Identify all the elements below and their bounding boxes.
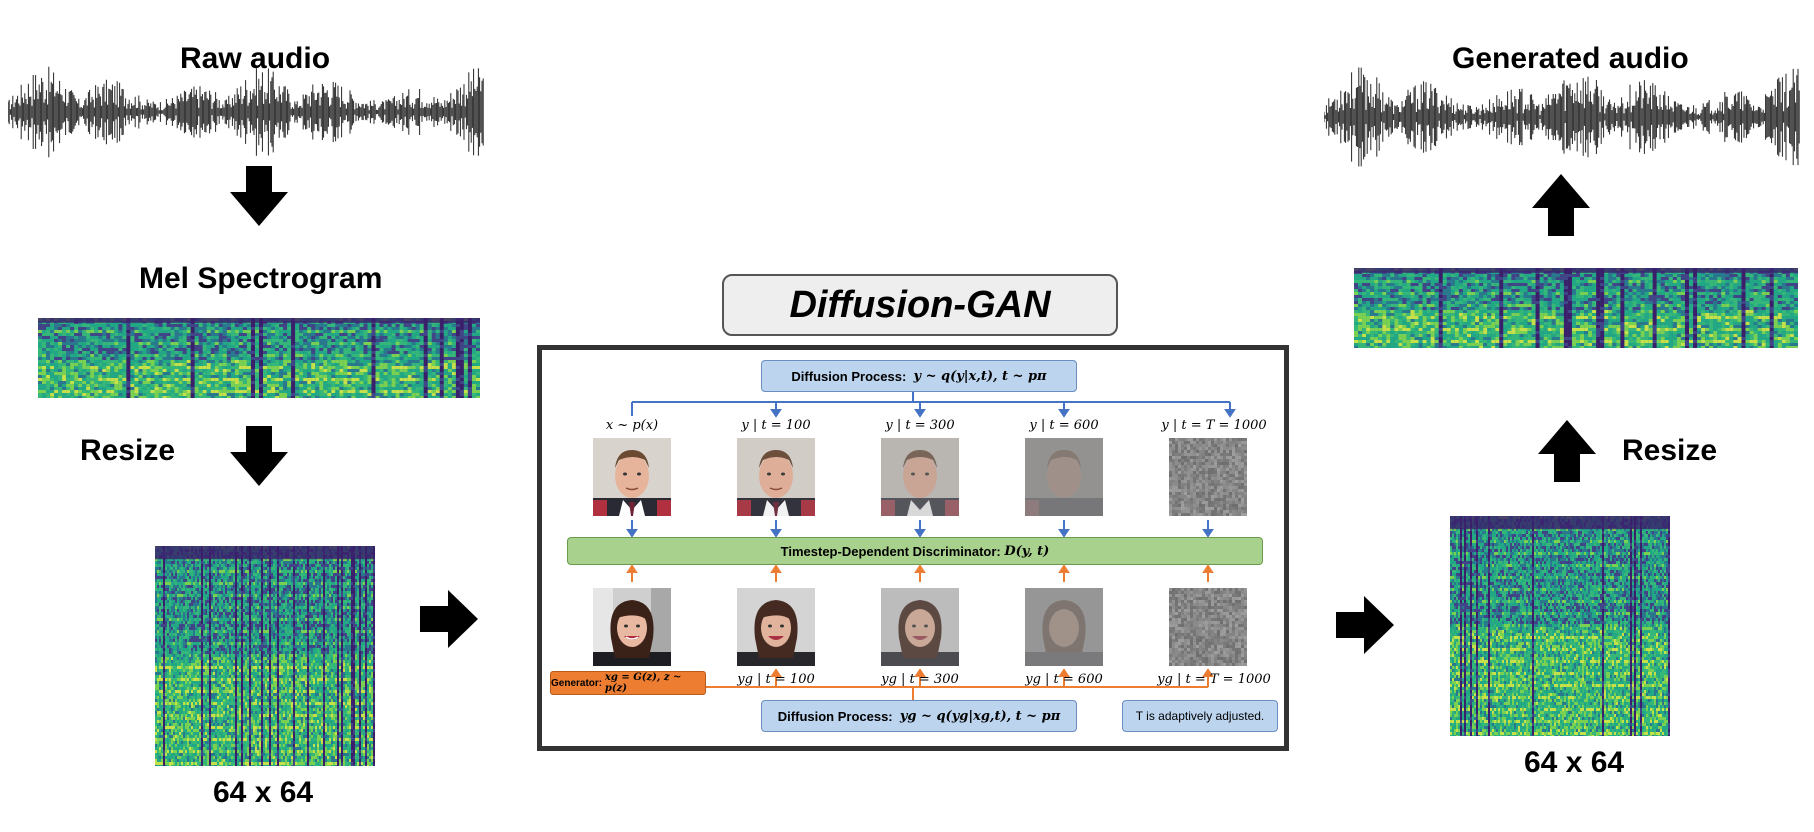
generator-box: Generator: xg = G(z), z ~ p(z) [550,671,706,695]
noise-image-top [1169,438,1247,516]
bottom-diffusion-process-formula: yg ~ q(yg|xg,t), t ~ pπ [900,709,1060,724]
face-image-male-t300 [881,438,959,516]
waveform-trace [8,66,484,158]
up-arrow-icon [1532,174,1590,236]
bottom-caption: yg | t = 100 [721,672,831,687]
discriminator-box: Timestep-Dependent Discriminator: D(y, t… [567,537,1263,565]
top-diffusion-process-formula: y ~ q(y|x,t), t ~ pπ [914,369,1047,384]
generated-mel-spectrogram-image [1354,268,1798,348]
spectrogram-top-band [1450,516,1670,530]
face-image-male-t100 [737,438,815,516]
face-image-female-t300 [881,588,959,666]
face-image-female-t100 [737,588,815,666]
adaptive-t-note: T is adaptively adjusted. [1122,700,1278,732]
spectrogram-texture [1354,268,1798,348]
face-image-female-t600 [1025,588,1103,666]
bottom-diffusion-process-box: Diffusion Process: yg ~ q(yg|xg,t), t ~ … [761,700,1077,732]
noise-texture [1169,588,1247,666]
top-caption: y | t = T = 1000 [1154,418,1274,433]
face-image-female-generated [593,588,671,666]
noise-texture [1169,438,1247,516]
size-label-left: 64 x 64 [213,776,313,810]
raw-audio-label: Raw audio [180,42,330,76]
spectrogram-texture [1450,516,1670,736]
diffusion-gan-panel: Diffusion Process: y ~ q(y|x,t), t ~ pπ … [537,345,1289,751]
resized-spectrogram-image [155,546,375,766]
top-caption: y | t = 600 [1009,418,1119,433]
discriminator-label: Timestep-Dependent Discriminator: [781,544,1001,559]
spectrogram-texture [155,546,375,766]
connector-lines [626,392,1236,700]
size-label-right: 64 x 64 [1524,746,1624,780]
generated-audio-label: Generated audio [1452,42,1689,76]
bottom-diffusion-process-label: Diffusion Process: [778,709,893,724]
resize-label-left: Resize [80,434,175,468]
top-diffusion-process-label: Diffusion Process: [791,369,906,384]
right-arrow-icon [1336,596,1394,654]
noise-image-bottom [1169,588,1247,666]
down-arrow-icon [230,426,288,486]
generator-label: Generator: [551,678,602,689]
right-arrow-icon [420,590,478,648]
generated-audio-waveform [1324,67,1800,167]
top-caption: y | t = 100 [721,418,831,433]
resize-label-right: Resize [1622,434,1717,468]
discriminator-formula: D(y, t) [1004,544,1049,559]
generated-resized-spectrogram-image [1450,516,1670,736]
spectrogram-top-band [38,318,480,323]
spectrogram-texture [38,318,480,398]
bottom-caption: yg | t = 300 [865,672,975,687]
generator-formula: xg = G(z), z ~ p(z) [605,672,705,694]
mel-spectrogram-image [38,318,480,398]
raw-audio-waveform [8,66,484,158]
spectrogram-top-band [1354,268,1798,273]
down-arrow-icon [230,166,288,226]
mel-spectrogram-label: Mel Spectrogram [139,262,382,296]
spectrogram-top-band [155,546,375,560]
bottom-caption: yg | t = T = 1000 [1154,672,1274,687]
up-arrow-icon [1538,420,1596,482]
waveform-trace [1324,67,1800,167]
top-caption: x ~ p(x) [577,418,687,433]
face-image-male-t600 [1025,438,1103,516]
top-diffusion-process-box: Diffusion Process: y ~ q(y|x,t), t ~ pπ [761,360,1077,392]
face-image-male-clean [593,438,671,516]
bottom-caption: yg | t = 600 [1009,672,1119,687]
diffusion-gan-title: Diffusion-GAN [722,274,1118,336]
top-caption: y | t = 300 [865,418,975,433]
